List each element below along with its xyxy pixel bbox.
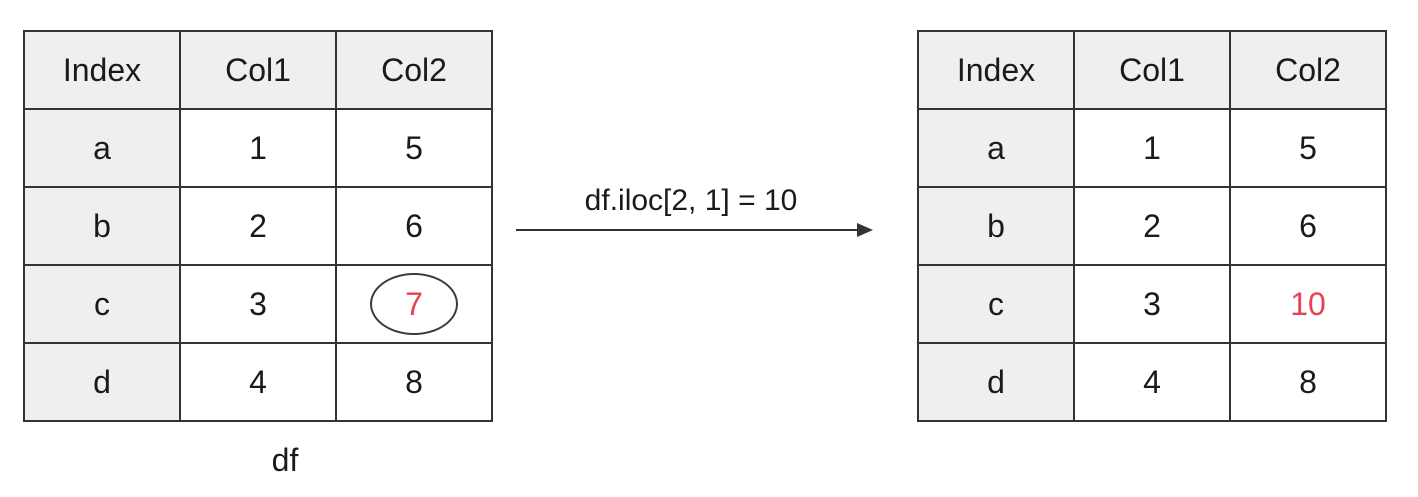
column-header-col2: Col2 bbox=[335, 30, 493, 110]
table-cell: 5 bbox=[1229, 108, 1387, 188]
iloc-code-label: df.iloc[2, 1] = 10 bbox=[584, 184, 798, 217]
table-cell: 1 bbox=[179, 108, 337, 188]
column-header-col1: Col1 bbox=[1073, 30, 1231, 110]
table-cell: 1 bbox=[1073, 108, 1231, 188]
header-row: Index Col1 Col2 bbox=[23, 30, 493, 110]
column-header-col2: Col2 bbox=[1229, 30, 1387, 110]
table-cell: 3 bbox=[1073, 264, 1231, 344]
index-cell: d bbox=[23, 342, 181, 422]
highlighted-cell-new-value: 10 bbox=[1229, 264, 1387, 344]
column-header-index: Index bbox=[23, 30, 181, 110]
dataframe-table-before: Index Col1 Col2 a 1 5 b 2 6 c 3 7 bbox=[23, 30, 493, 422]
table-row: d 4 8 bbox=[917, 342, 1387, 422]
table-row: c 3 10 bbox=[917, 264, 1387, 344]
table-cell: 4 bbox=[179, 342, 337, 422]
index-cell: d bbox=[917, 342, 1075, 422]
table-row: a 1 5 bbox=[23, 108, 493, 188]
table-cell: 8 bbox=[335, 342, 493, 422]
table-cell: 3 bbox=[179, 264, 337, 344]
highlighted-cell-old-value: 7 bbox=[335, 264, 493, 344]
index-cell: c bbox=[917, 264, 1075, 344]
table-cell: 5 bbox=[335, 108, 493, 188]
red-circle-annotation: 7 bbox=[370, 273, 458, 335]
header-row: Index Col1 Col2 bbox=[917, 30, 1387, 110]
column-header-col1: Col1 bbox=[179, 30, 337, 110]
dataframe-table-after: Index Col1 Col2 a 1 5 b 2 6 c 3 10 d 4 bbox=[917, 30, 1387, 422]
arrow-line bbox=[516, 223, 873, 237]
table-cell: 6 bbox=[335, 186, 493, 266]
arrow-head-icon bbox=[857, 223, 873, 237]
index-cell: a bbox=[917, 108, 1075, 188]
index-cell: b bbox=[917, 186, 1075, 266]
column-header-index: Index bbox=[917, 30, 1075, 110]
table-row: c 3 7 bbox=[23, 264, 493, 344]
left-table-caption: df bbox=[271, 442, 299, 478]
table-row: a 1 5 bbox=[917, 108, 1387, 188]
table-row: b 2 6 bbox=[23, 186, 493, 266]
table-row: d 4 8 bbox=[23, 342, 493, 422]
table-cell: 4 bbox=[1073, 342, 1231, 422]
index-cell: a bbox=[23, 108, 181, 188]
table-cell: 2 bbox=[1073, 186, 1231, 266]
table-cell: 6 bbox=[1229, 186, 1387, 266]
table-cell: 2 bbox=[179, 186, 337, 266]
table-cell: 8 bbox=[1229, 342, 1387, 422]
index-cell: b bbox=[23, 186, 181, 266]
table-row: b 2 6 bbox=[917, 186, 1387, 266]
index-cell: c bbox=[23, 264, 181, 344]
